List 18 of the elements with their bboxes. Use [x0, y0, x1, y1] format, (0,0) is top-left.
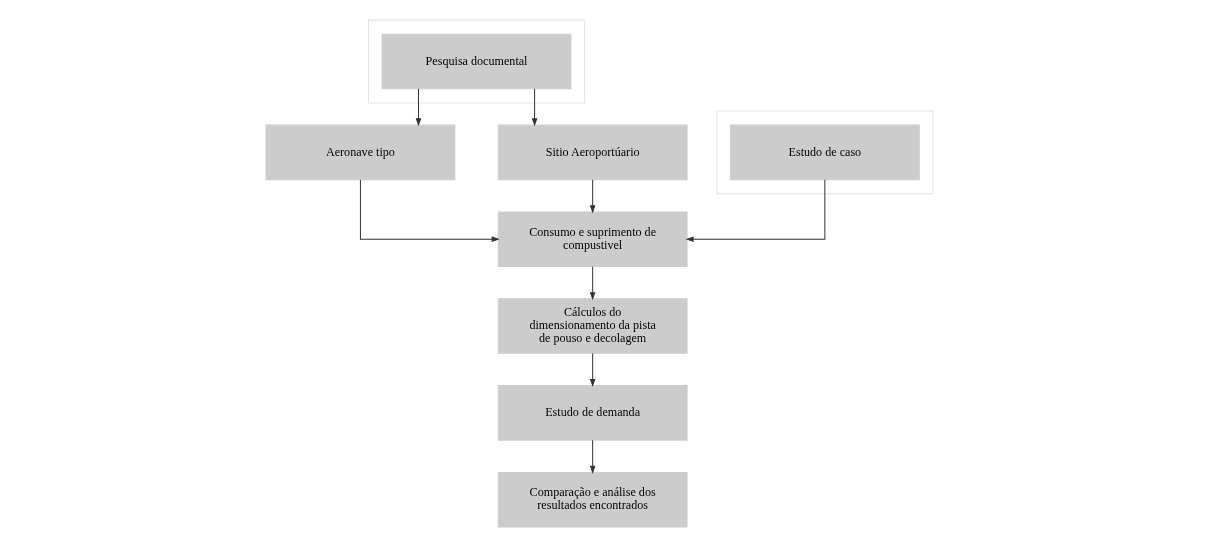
node-box: Sitio Aeroportúario	[497, 124, 688, 181]
arrow	[589, 179, 595, 214]
node-box: Estudo de demanda	[497, 385, 688, 441]
node-box: Consumo e suprimento de compustivel	[497, 211, 688, 267]
arrow	[589, 353, 595, 388]
arrow	[589, 439, 595, 474]
arrow	[589, 266, 595, 301]
arrow	[685, 179, 825, 243]
node-box: Comparação e análise dos resultados encontrados	[497, 471, 688, 528]
node-box: Pesquisa documental	[381, 33, 571, 90]
node-box: Aeronave tipo	[265, 124, 455, 181]
node-box: Cálculos do dimensionamento da pista de pouso e decolagem	[497, 298, 688, 354]
arrow	[359, 179, 500, 243]
cluster	[367, 19, 585, 104]
arrow	[415, 88, 421, 127]
arrow	[531, 88, 537, 127]
cluster	[715, 110, 933, 195]
node-box: Estudo de caso	[729, 124, 920, 181]
